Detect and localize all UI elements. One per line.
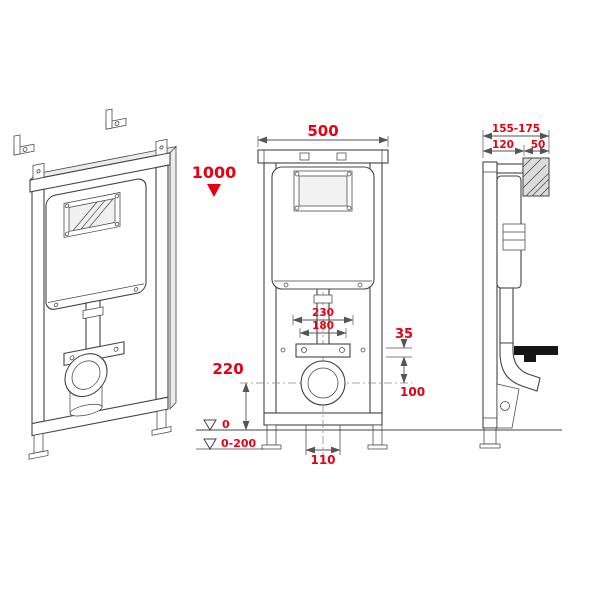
front-flush-plate	[298, 175, 348, 207]
front-plate-screw	[294, 205, 300, 211]
floor-range-label: 0-200	[221, 437, 257, 450]
dim-bracket-to-drain: 100	[400, 356, 425, 399]
iso-drain-opening	[71, 360, 101, 390]
iso-plate-screw	[64, 231, 70, 237]
floor-reference	[196, 429, 562, 450]
iso-right-base-plate	[151, 426, 172, 436]
front-fixing-bolt	[339, 347, 345, 353]
iso-bracket-bolt	[69, 355, 75, 361]
iso-right-foot	[156, 409, 167, 430]
iso-bottom-rail	[31, 396, 169, 437]
iso-pipe-collar	[82, 306, 104, 320]
front-plate-screw	[346, 205, 352, 211]
dim-fixing-outer-label: 230	[312, 307, 334, 319]
floor-level-marker: 0	[203, 418, 230, 431]
front-rail-bolt	[360, 347, 366, 353]
side-top-channel	[496, 163, 524, 174]
dim-outlet-width-label: 110	[310, 453, 335, 467]
front-bolt	[357, 282, 363, 288]
side-support-bracket-step	[524, 355, 536, 362]
iso-left-foot	[33, 433, 44, 454]
iso-bolt	[53, 302, 59, 308]
front-right-foot	[372, 424, 383, 446]
dim-front-width: 500	[257, 122, 389, 147]
front-mounting-bracket	[295, 343, 351, 358]
side-frame-rail	[482, 161, 498, 429]
dim-fixing-inner-label: 180	[312, 320, 334, 332]
iso-flush-plate	[68, 198, 116, 232]
floor-zero-label: 0	[222, 418, 230, 431]
front-rail-bolt	[280, 347, 286, 353]
dim-depth-range-label: 155-175	[492, 123, 540, 135]
iso-plate-screw	[114, 193, 120, 199]
side-support-bolt	[500, 401, 510, 411]
floor-range-triangle	[203, 438, 217, 450]
front-top-slot	[336, 152, 347, 161]
iso-wall-bracket-left	[13, 134, 35, 156]
floor-range-marker: 0-200	[203, 437, 257, 450]
dim-drain-height: 220	[212, 360, 250, 431]
front-left-base-plate	[261, 444, 282, 450]
iso-plate-screw	[114, 221, 120, 227]
front-fixing-bolt	[301, 347, 307, 353]
dim-frame-depth: 120	[482, 139, 525, 156]
dim-outlet-width: 110	[305, 446, 341, 467]
iso-drain-base	[69, 403, 103, 417]
front-top-rail	[257, 149, 389, 164]
dim-frame-depth-label: 120	[492, 139, 514, 151]
side-flush-pipe	[499, 287, 514, 344]
dim-plate-depth: 50	[523, 139, 550, 155]
side-fill-valve	[502, 223, 526, 251]
dim-bracket-offset: 35	[386, 327, 413, 366]
iso-left-base-plate	[28, 450, 49, 460]
side-drain-elbow	[499, 342, 541, 392]
iso-left-rail	[31, 188, 45, 425]
iso-wall-bracket-right	[105, 108, 127, 130]
front-plate-screw	[346, 171, 352, 177]
iso-plate-screw	[64, 203, 70, 209]
front-view	[240, 149, 412, 458]
front-pipe-collar	[313, 294, 333, 304]
dim-drain-height-label: 220	[212, 360, 243, 378]
isometric-view	[13, 108, 178, 460]
iso-tab-hole	[36, 169, 41, 174]
floor-zero-triangle	[203, 419, 217, 431]
dim-fixing-outer: 230	[292, 307, 354, 325]
side-view	[479, 157, 558, 449]
dim-bracket-offset-label: 35	[395, 327, 413, 342]
dim-actuation-height: 1000	[192, 163, 237, 197]
dim-plate-depth-label: 50	[531, 139, 546, 151]
side-flush-plate-housing	[522, 157, 550, 197]
dimension-annotations: 500 1000 230 180 35 100	[192, 122, 550, 467]
iso-bolt	[133, 287, 139, 292]
front-bolt	[283, 282, 289, 288]
iso-bracket-bolt	[113, 346, 119, 352]
dim-fixing-inner: 180	[299, 320, 347, 338]
iso-top-rail	[29, 152, 171, 193]
iso-side-depth-face	[169, 145, 177, 410]
front-drain-opening	[307, 367, 339, 399]
front-right-base-plate	[367, 444, 388, 450]
iso-cistern-seam	[48, 283, 144, 303]
side-base-plate	[479, 443, 501, 449]
dim-bracket-to-drain-label: 100	[400, 385, 425, 399]
side-support-bracket	[514, 346, 558, 355]
front-left-foot	[266, 424, 277, 446]
dim-front-width-label: 500	[307, 122, 338, 140]
front-top-slot	[299, 152, 310, 161]
iso-right-rail	[155, 164, 169, 401]
front-plate-screw	[294, 171, 300, 177]
dim-actuation-height-label: 1000	[192, 163, 237, 182]
height-marker-triangle	[207, 184, 221, 197]
iso-tab-hole	[159, 145, 164, 150]
